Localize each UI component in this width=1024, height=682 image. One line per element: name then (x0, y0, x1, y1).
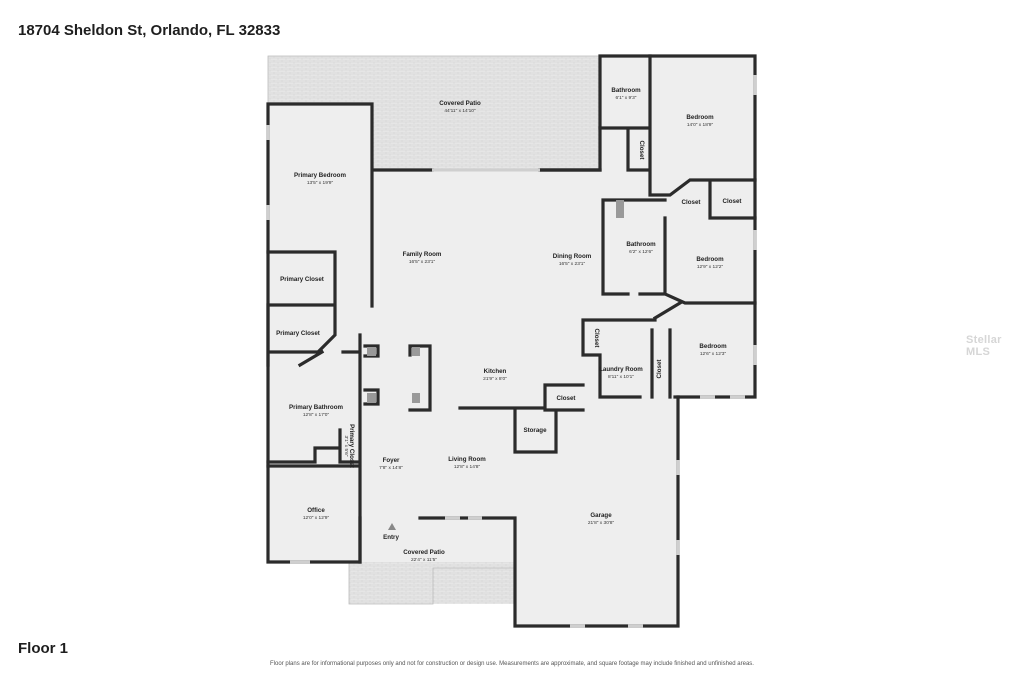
family-room-dims: 16'5" x 23'1" (409, 259, 436, 265)
windows (266, 75, 757, 628)
covered-patio-back-label: Covered Patio (439, 100, 481, 107)
laundry-room-dims: 8'11" x 10'1" (608, 374, 634, 380)
vanity-fixture (412, 393, 420, 403)
bedroom-low-dims: 12'6" x 12'3" (700, 351, 727, 357)
living-room-label: Living Room (448, 456, 486, 463)
bathroom-mid-dims: 6'2" x 12'6" (629, 249, 653, 255)
primary-bathroom-label: Primary Bathroom (289, 404, 343, 411)
foyer-label: Foyer (383, 457, 400, 464)
floor-label: Floor 1 (18, 640, 69, 657)
kitchen-label: Kitchen (484, 368, 507, 375)
office-dims: 12'0" x 12'9" (303, 515, 330, 521)
foyer-dims: 7'8" x 14'8" (379, 465, 403, 471)
bathroom-mid-label: Bathroom (626, 241, 656, 248)
closet-5-label: Closet (656, 360, 663, 379)
bedroom-top-dims: 14'0" x 18'9" (687, 122, 714, 128)
closet-4-label: Closet (593, 329, 600, 348)
interior-walls (266, 54, 757, 564)
bathroom-top-dims: 6'1" x 9'3" (616, 95, 637, 101)
bathroom-top-label: Bathroom (611, 87, 641, 94)
primary-bedroom-label: Primary Bedroom (294, 172, 346, 179)
garage-dims: 21'8" x 30'8" (588, 520, 615, 526)
primary-closet-2-label: Primary Closet (276, 330, 320, 337)
office-label: Office (307, 507, 325, 514)
dining-room-dims: 16'5" x 23'1" (559, 261, 586, 267)
exterior-walls (266, 54, 757, 628)
page-title: 18704 Sheldon St, Orlando, FL 32833 (18, 22, 281, 39)
front-patio-outline (348, 518, 515, 605)
closet-top-label: Closet (638, 141, 645, 160)
family-room-label: Family Room (403, 251, 442, 258)
closet-2-label: Closet (682, 199, 701, 206)
closet-6-label: Closet (557, 395, 576, 402)
disclaimer-text: Floor plans are for informational purpos… (270, 661, 754, 667)
primary-bedroom-dims: 13'5" x 19'9" (307, 180, 334, 186)
laundry-room-label: Laundry Room (599, 366, 643, 373)
bedroom-mid-label: Bedroom (696, 256, 724, 263)
closet-3-label: Closet (723, 198, 742, 205)
kitchen-dims: 21'9" x 8'0" (483, 376, 507, 382)
bedroom-top-label: Bedroom (686, 114, 714, 121)
covered-patio-front-dims: 22'4" x 11'5" (411, 557, 437, 563)
entry-arrow-icon (388, 523, 396, 530)
fireplace-fixture (616, 200, 624, 218)
tub-fixture (367, 393, 376, 403)
bedroom-low-label: Bedroom (699, 343, 727, 350)
bedroom-mid-dims: 12'9" x 12'2" (697, 264, 724, 270)
island-fixture (412, 347, 420, 356)
primary-closet-3-dims: 3'1" x 5'6" (343, 436, 349, 457)
back-patio-outline (267, 55, 600, 104)
primary-bathroom-dims: 12'8" x 17'0" (303, 412, 330, 418)
garage-label: Garage (590, 512, 612, 519)
watermark-logo: Stellar MLS (966, 334, 1002, 358)
primary-closet-3-label: Primary Closet (348, 424, 355, 468)
covered-patio-back-dims: 44'11" x 14'10" (444, 108, 476, 114)
entry-label: Entry (383, 534, 399, 541)
storage-label: Storage (523, 427, 547, 434)
primary-closet-1-label: Primary Closet (280, 276, 324, 283)
dining-room-label: Dining Room (553, 253, 592, 260)
covered-patio-front-label: Covered Patio (403, 549, 445, 556)
living-room-dims: 12'8" x 14'8" (454, 464, 481, 470)
cabinet-fixture (367, 347, 376, 356)
